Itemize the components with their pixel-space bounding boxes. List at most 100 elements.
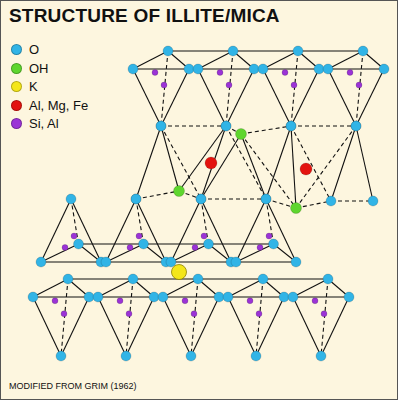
atom [74, 239, 84, 249]
atom [149, 292, 159, 302]
atom [196, 194, 206, 204]
atom [288, 292, 298, 302]
atom [323, 274, 333, 284]
atom [323, 64, 333, 74]
atom [186, 351, 196, 361]
bond-line [106, 199, 136, 262]
legend-label: Si, Al [29, 116, 59, 132]
bond-line [256, 279, 263, 356]
atom [358, 46, 368, 56]
bond-line [291, 126, 331, 201]
bond-line [168, 50, 233, 51]
bond-line [293, 279, 328, 297]
bond-line [293, 296, 349, 297]
atom [136, 233, 142, 239]
atom [163, 46, 173, 56]
bond-line [133, 278, 198, 279]
bond-line [201, 126, 226, 199]
atom [256, 311, 262, 317]
atom [62, 244, 68, 250]
source-caption: MODIFIED FROM GRIM (1962) [9, 381, 137, 391]
bond-line [33, 279, 68, 297]
atom [221, 121, 231, 131]
atom [258, 64, 268, 74]
bond-line [331, 126, 356, 201]
atom [174, 186, 185, 197]
bond-line [328, 68, 384, 69]
atom [300, 163, 312, 175]
atom [101, 257, 111, 267]
atom [196, 194, 206, 204]
bond-line [161, 126, 201, 199]
bond-line [263, 68, 319, 69]
bond-line [241, 134, 296, 208]
bond-line [328, 69, 356, 126]
bond-line [191, 279, 198, 356]
atom [204, 239, 214, 249]
bond-line [98, 297, 126, 356]
bond-line [198, 51, 233, 69]
bond-line [106, 261, 166, 262]
atom [344, 292, 354, 302]
atom [152, 69, 158, 75]
bond-line [33, 297, 61, 356]
bond-line [321, 279, 328, 356]
atom [269, 239, 279, 249]
atom [226, 82, 232, 88]
atom [266, 233, 272, 239]
bond-line [233, 50, 298, 51]
bond-line [263, 51, 298, 69]
atom [217, 69, 223, 75]
atom [293, 46, 303, 56]
bond-line [263, 69, 291, 126]
atom [139, 239, 149, 249]
atom [172, 265, 187, 280]
legend-swatch [11, 44, 22, 55]
atom [52, 298, 58, 304]
bond-line [191, 297, 219, 356]
atom [192, 244, 198, 250]
bond-line [321, 297, 349, 356]
atom [127, 244, 133, 250]
bond-line [228, 296, 284, 297]
bond-line [328, 51, 363, 69]
atom [191, 311, 197, 317]
atom [247, 298, 253, 304]
bond-line [163, 279, 198, 297]
atom [156, 121, 166, 131]
atom [156, 121, 166, 131]
bond-line [61, 297, 89, 356]
bond-line [209, 243, 274, 244]
bond-line [263, 278, 328, 279]
bond-line [201, 198, 266, 199]
bond-line [241, 134, 266, 199]
atom [282, 69, 288, 75]
bond-line [291, 51, 298, 126]
bond-line [126, 279, 133, 356]
bond-line [296, 126, 356, 208]
atom [128, 274, 138, 284]
atom [193, 64, 203, 74]
atom [184, 64, 194, 74]
bond-line [41, 199, 71, 262]
bond-line [198, 278, 263, 279]
bond-line [291, 125, 356, 126]
atom [368, 196, 378, 206]
atom [117, 298, 123, 304]
atom [257, 244, 263, 250]
bond-line [98, 296, 154, 297]
atom [249, 64, 259, 74]
atom [131, 194, 141, 204]
atom [347, 69, 353, 75]
atom [279, 292, 289, 302]
bond-line [201, 199, 209, 244]
bond-line [163, 296, 219, 297]
legend-swatch [11, 81, 22, 92]
bond-line [256, 297, 284, 356]
bond-line [136, 199, 166, 262]
bond-line [291, 69, 319, 126]
atom [312, 298, 318, 304]
legend-swatch [11, 100, 22, 111]
legend-swatch [11, 63, 22, 74]
